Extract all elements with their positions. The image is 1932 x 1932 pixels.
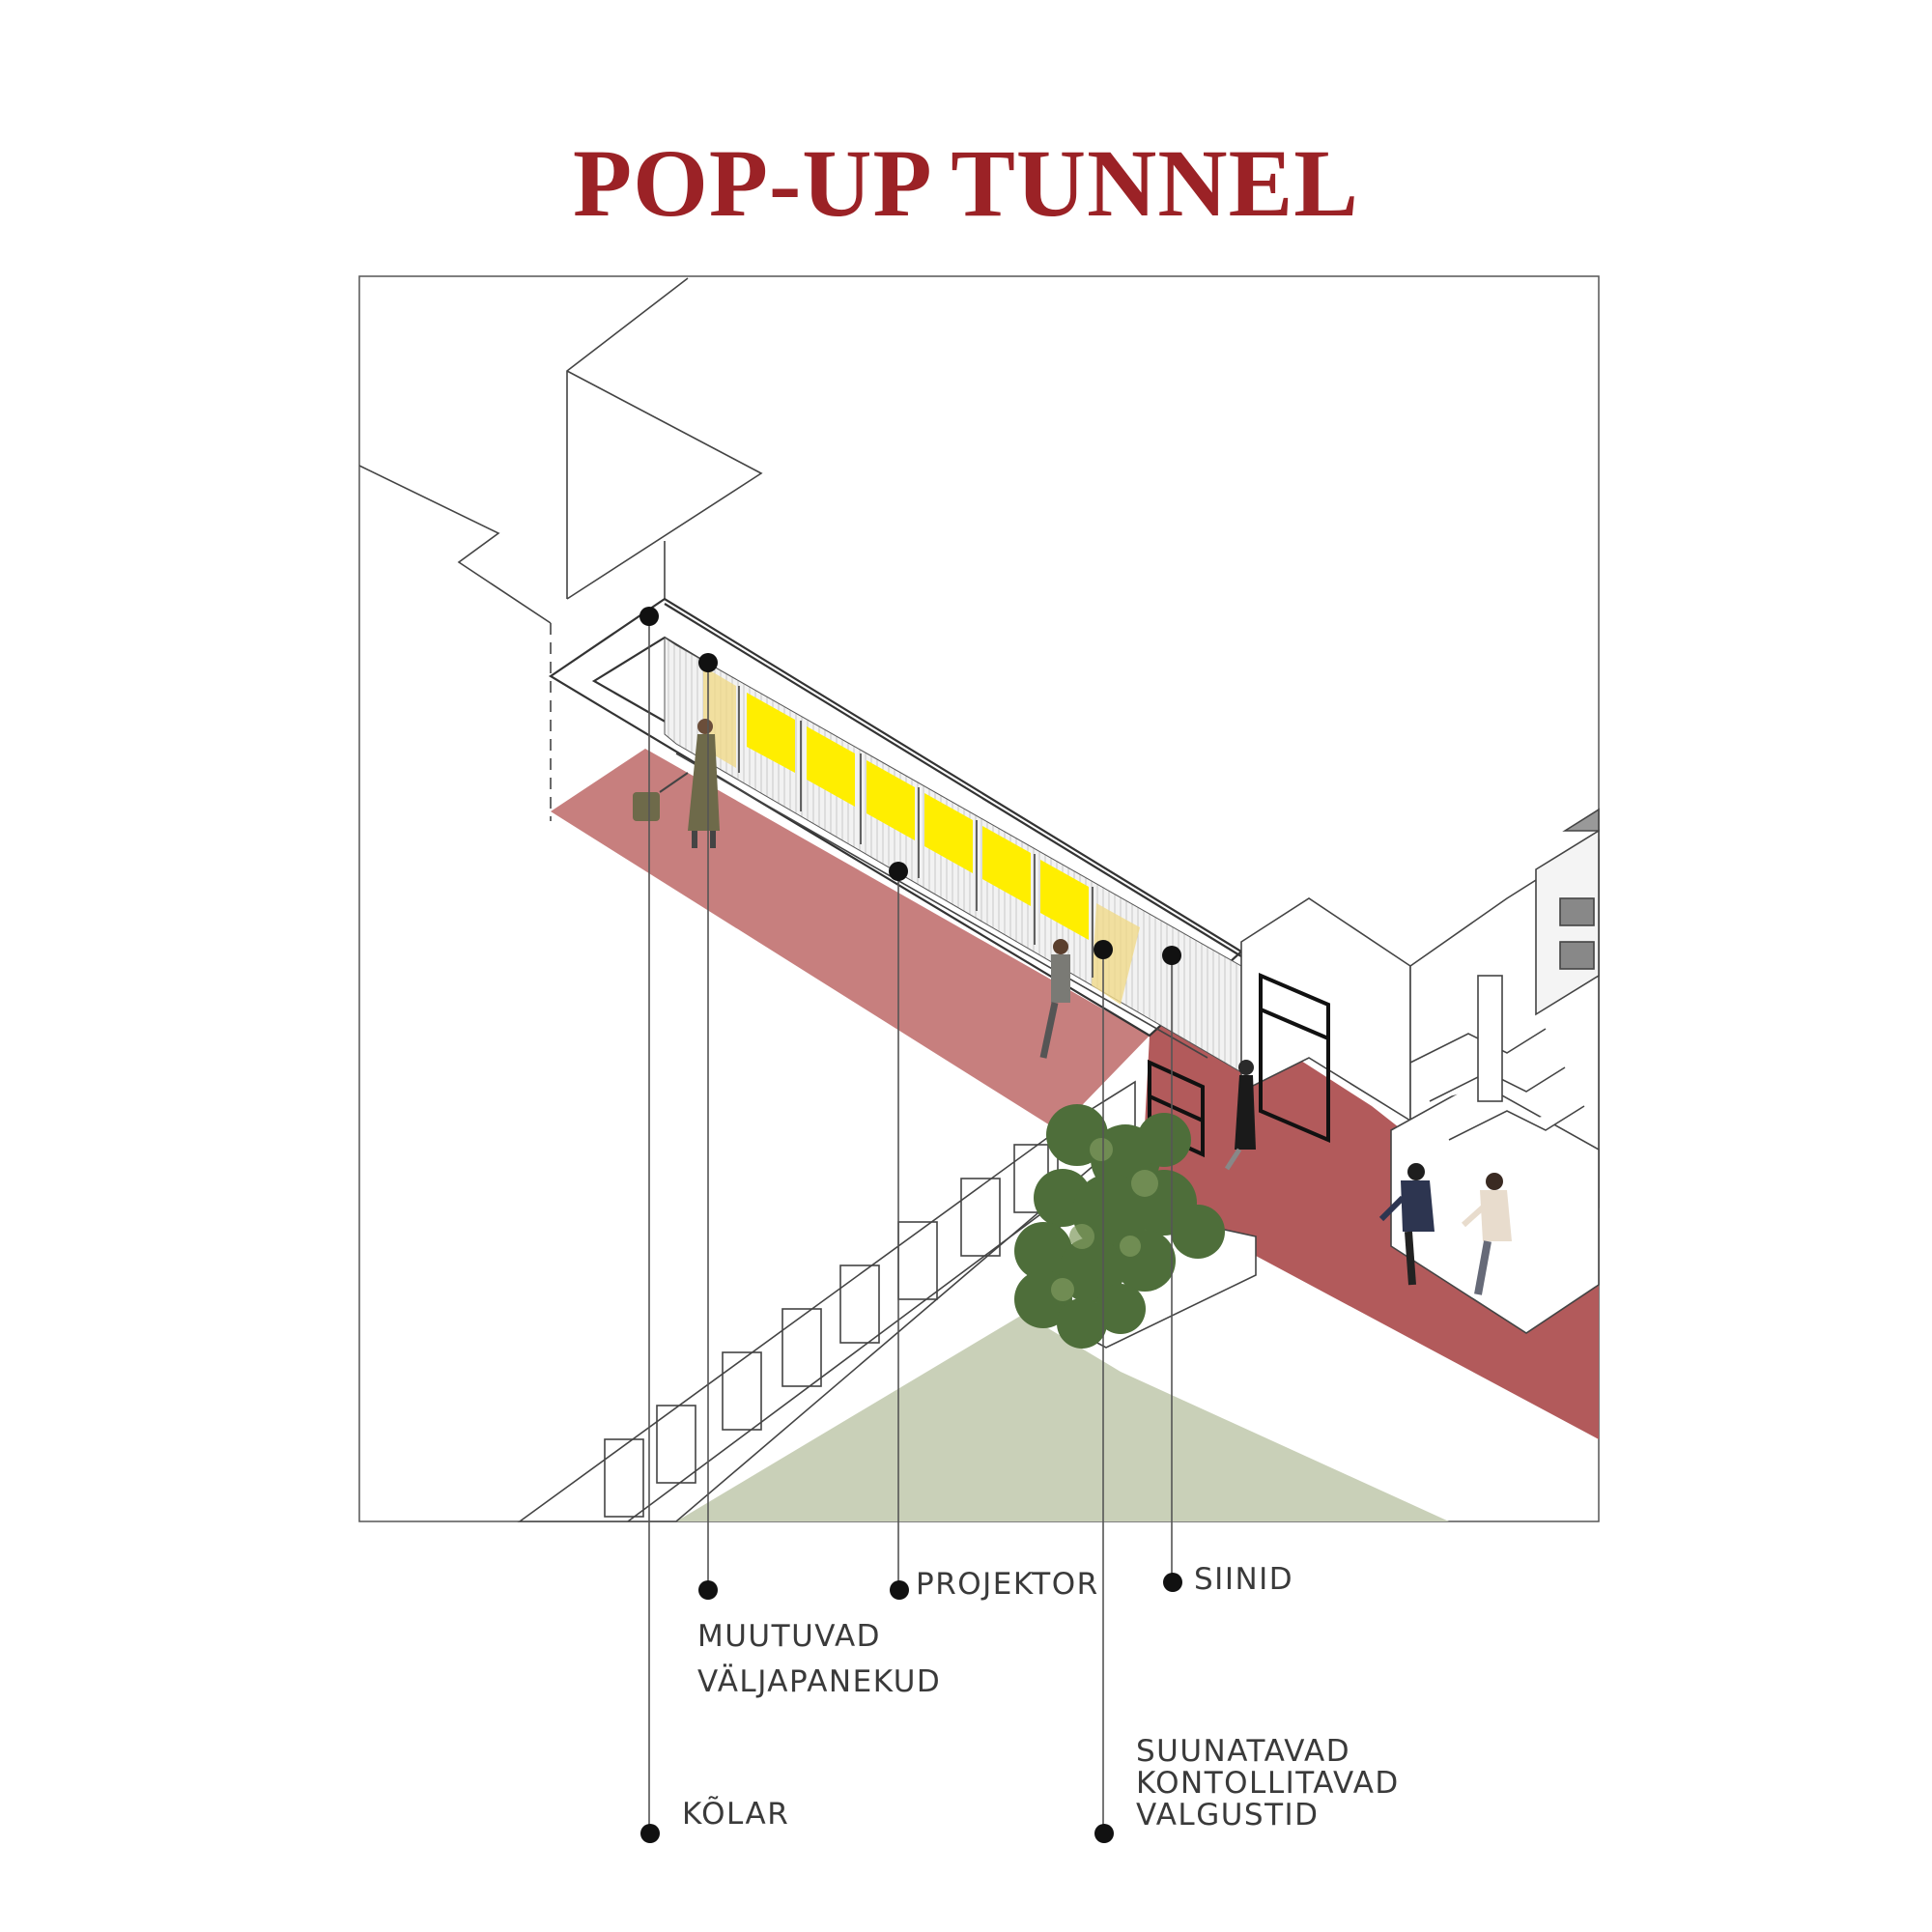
marker-projector-top bbox=[889, 862, 908, 881]
street-floor bbox=[1140, 976, 1599, 1439]
marker-exhibits bbox=[698, 1580, 718, 1600]
right-buildings bbox=[1240, 808, 1600, 1334]
label-lights-line3: VALGUSTID bbox=[1136, 1798, 1320, 1833]
banner-screens bbox=[1148, 972, 1330, 1158]
marker-speakers-top bbox=[639, 607, 659, 626]
marker-projector bbox=[890, 1580, 909, 1600]
label-lights: SUUNATAVAD KONTOLLITAVAD VALGUSTID bbox=[1136, 1736, 1400, 1832]
callout-leaders bbox=[648, 616, 1173, 1835]
shrub-highlights bbox=[1051, 1138, 1158, 1301]
lower-facade bbox=[517, 1080, 1136, 1522]
label-lights-line1: SUUNATAVAD bbox=[1136, 1734, 1351, 1769]
person-running-woman bbox=[1461, 1173, 1512, 1295]
callout-markers bbox=[639, 607, 1182, 1843]
page-title: POP-UP TUNNEL bbox=[573, 129, 1359, 237]
person-walking bbox=[1039, 939, 1070, 1059]
person-woman bbox=[1224, 1060, 1256, 1171]
marker-lights-top bbox=[1094, 940, 1113, 959]
label-banners: SIINID bbox=[1194, 1562, 1294, 1597]
label-speakers: KÕLAR bbox=[682, 1797, 790, 1832]
label-exhibits: MUUTUVAD VÄLJAPANEKUD bbox=[697, 1614, 941, 1705]
person-running-man bbox=[1378, 1163, 1435, 1286]
tunnel-floor bbox=[551, 749, 1150, 1130]
person-traveller bbox=[633, 719, 720, 848]
marker-banners-top bbox=[1162, 946, 1181, 965]
marker-speakers bbox=[640, 1824, 660, 1843]
marker-exhibits-top bbox=[698, 653, 718, 672]
label-exhibits-line2: VÄLJAPANEKUD bbox=[697, 1664, 942, 1699]
marker-banners bbox=[1163, 1573, 1182, 1592]
grass-area bbox=[676, 1314, 1449, 1521]
label-projector: PROJEKTOR bbox=[916, 1567, 1099, 1602]
marker-lights bbox=[1094, 1824, 1114, 1843]
panel-frames bbox=[675, 686, 1208, 1059]
label-exhibits-line1: MUUTUVAD bbox=[697, 1619, 882, 1654]
label-lights-line2: KONTOLLITAVAD bbox=[1136, 1766, 1400, 1801]
